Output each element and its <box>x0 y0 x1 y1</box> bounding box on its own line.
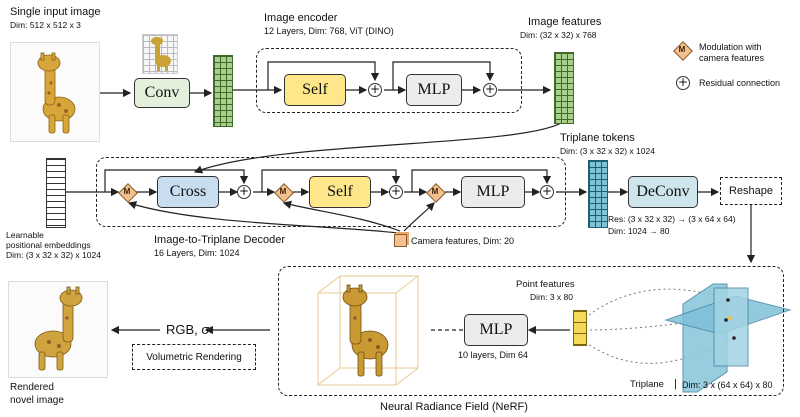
legend-modulation-text-2: camera features <box>699 53 765 63</box>
point-features-dim: Dim: 3 x 80 <box>530 292 573 302</box>
input-image-dim: Dim: 512 x 512 x 3 <box>10 20 81 30</box>
conv-block: Conv <box>134 78 190 108</box>
rendered-image <box>8 281 108 378</box>
image-to-triplane-decoder-box <box>96 157 566 227</box>
decoder-mlp-block: MLP <box>461 176 525 208</box>
nerf-mlp-info: 10 layers, Dim 64 <box>458 350 529 360</box>
triplane-tokens-dim: Dim: (3 x 32 x 32) x 1024 <box>560 146 655 156</box>
nerf-title: Neural Radiance Field (NeRF) <box>380 401 528 413</box>
encoder-self-block: Self <box>284 74 346 106</box>
decoder-cross-block: Cross <box>157 176 219 208</box>
pos-emb-line2: positional embeddings <box>6 240 91 250</box>
input-image-title: Single input image <box>10 6 101 18</box>
decoder-residual-plus-1: + <box>237 184 251 199</box>
point-features-title: Point features <box>516 279 575 290</box>
pos-emb-line3: Dim: (3 x 32 x 32) x 1024 <box>6 250 101 260</box>
decoder-modulation-2-letter: M <box>279 187 287 196</box>
giraffe-figure <box>37 52 76 134</box>
triplane-tokens-title: Triplane tokens <box>560 132 635 144</box>
pos-emb-line1: Learnable <box>6 230 44 240</box>
encoder-mlp-block: MLP <box>406 74 462 106</box>
image-features-title: Image features <box>528 16 602 28</box>
patch-thumbnail <box>142 34 178 74</box>
legend-modulation-text-1: Modulation with <box>699 42 762 52</box>
triplane-dim: Dim: 3 x (64 x 64) x 80 <box>682 380 773 390</box>
triplane-separator: | <box>674 378 677 390</box>
image-feature-token-stack <box>554 52 574 124</box>
rgb-sigma-label: RGB, σ <box>166 322 210 337</box>
nerf-box <box>278 266 784 396</box>
decoder-title: Image-to-Triplane Decoder <box>154 234 286 246</box>
rendered-line2: novel image <box>10 395 64 406</box>
camera-features-label: Camera features, Dim: 20 <box>411 236 515 246</box>
volumetric-rendering-box: Volumetric Rendering <box>132 344 256 370</box>
legend-residual-text: Residual connection <box>699 78 781 88</box>
decoder-residual-plus-3: + <box>540 184 554 199</box>
triplane-token-stack <box>588 160 608 228</box>
decoder-modulation-1-letter: M <box>123 187 131 196</box>
deconv-block: DeConv <box>628 176 698 208</box>
input-image <box>10 42 100 142</box>
patch-giraffe-icon <box>151 37 171 71</box>
nerf-mlp-block: MLP <box>464 314 528 346</box>
conv-token-stack <box>213 55 233 127</box>
encoder-residual-plus-2: + <box>483 82 497 97</box>
decoder-modulation-3-letter: M <box>431 187 439 196</box>
deconv-res-info: Res: (3 x 32 x 32) → (3 x 64 x 64) <box>608 214 736 224</box>
legend-modulation-letter: M <box>678 45 686 54</box>
encoder-subtitle: 12 Layers, Dim: 768, ViT (DINO) <box>264 26 394 36</box>
triplane-label: Triplane <box>630 379 664 390</box>
decoder-subtitle: 16 Layers, Dim: 1024 <box>154 248 240 258</box>
point-feature-token-stack <box>573 310 587 346</box>
decoder-residual-plus-2: + <box>389 184 403 199</box>
legend-residual-icon: + <box>676 75 690 90</box>
reshape-block: Reshape <box>720 177 782 205</box>
rendered-giraffe-figure <box>34 286 83 371</box>
positional-embedding-stack <box>46 158 66 228</box>
rendered-line1: Rendered <box>10 382 54 393</box>
encoder-title: Image encoder <box>264 12 338 24</box>
image-encoder-box <box>256 48 522 113</box>
decoder-self-block: Self <box>309 176 371 208</box>
deconv-dim-info: Dim: 1024 → 80 <box>608 226 670 236</box>
camera-features-cube-icon <box>394 234 407 247</box>
encoder-residual-plus-1: + <box>368 82 382 97</box>
image-features-dim: Dim: (32 x 32) x 768 <box>520 30 597 40</box>
